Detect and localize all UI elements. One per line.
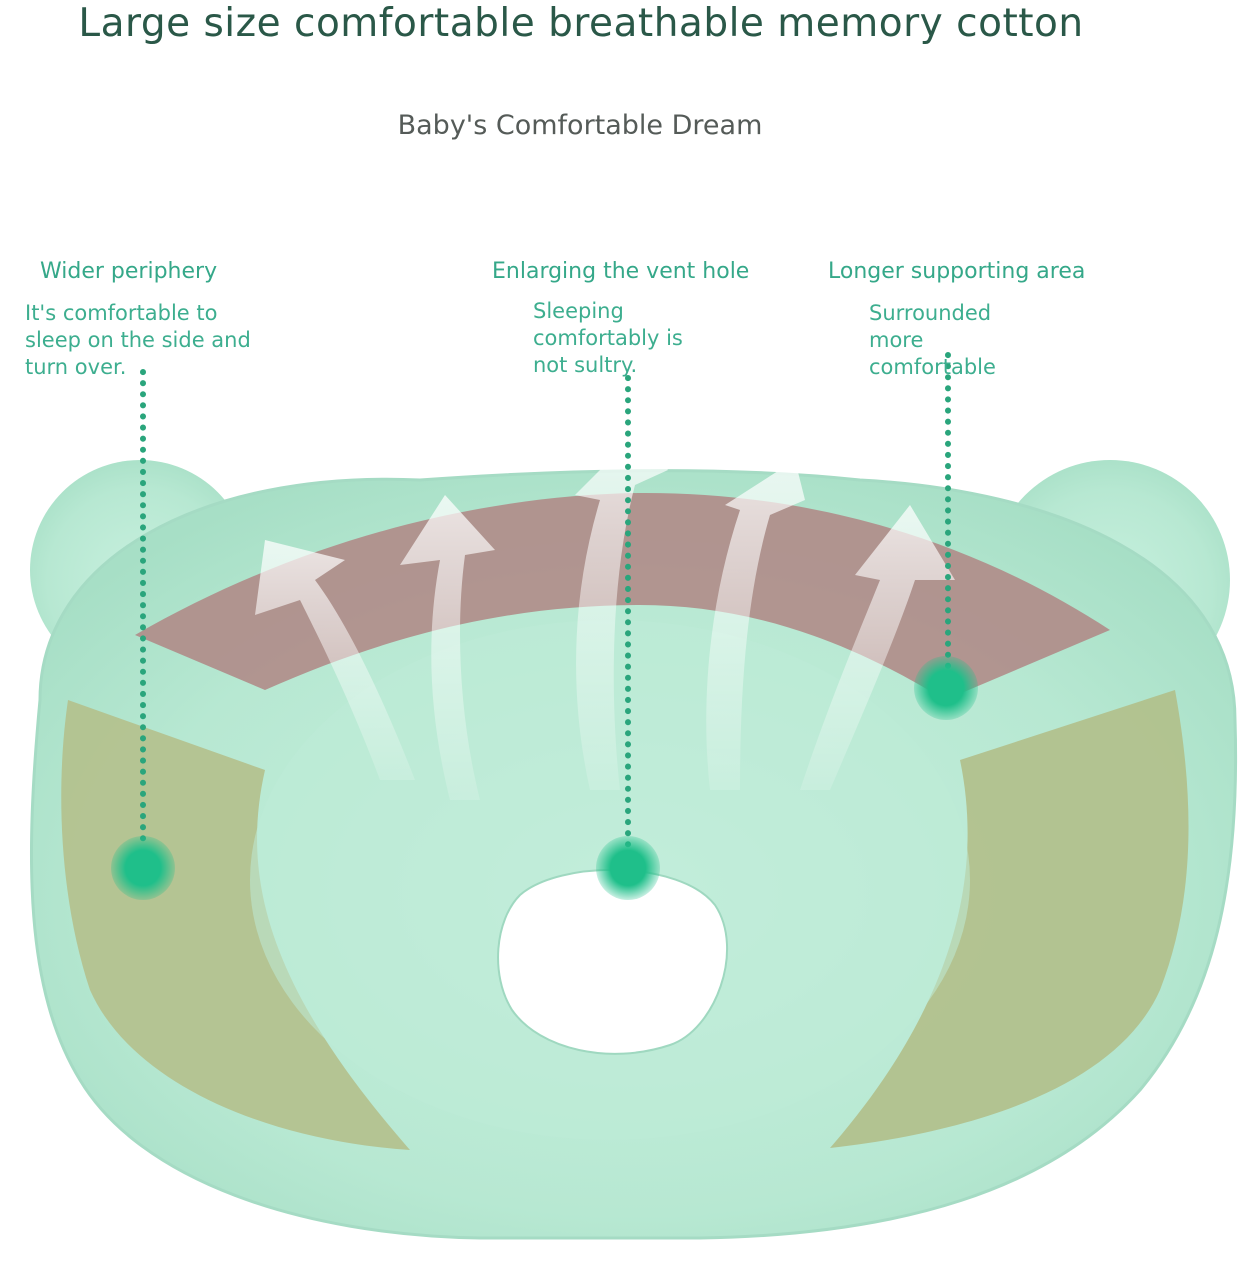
marker-dot-icon (596, 836, 660, 900)
vent-hole (497, 868, 729, 1055)
feature-desc-vent: Sleeping comfortably is not sultry. (533, 299, 683, 377)
arrow-icon (800, 505, 955, 790)
feature-markers (111, 656, 978, 900)
feature-title-periphery: Wider periphery (40, 259, 218, 284)
arrow-icon (255, 540, 415, 780)
feature-desc-periphery: It's comfortable to sleep on the side an… (25, 301, 251, 379)
arrow-icon (575, 430, 668, 790)
right-side-pad (830, 690, 1189, 1148)
feature-title-vent: Enlarging the vent hole (492, 259, 750, 284)
page-subtitle: Baby's Comfortable Dream (397, 110, 763, 141)
airflow-arrows (255, 430, 955, 800)
feature-title-support: Longer supporting area (828, 259, 1086, 284)
feature-desc-support: Surrounded more comfortable (869, 301, 996, 379)
arrow-icon (706, 460, 805, 790)
arrow-icon (400, 495, 495, 800)
marker-dot-icon (914, 656, 978, 720)
left-side-pad (61, 700, 410, 1150)
marker-dot-icon (111, 836, 175, 900)
page-title: Large size comfortable breathable memory… (78, 1, 1084, 46)
